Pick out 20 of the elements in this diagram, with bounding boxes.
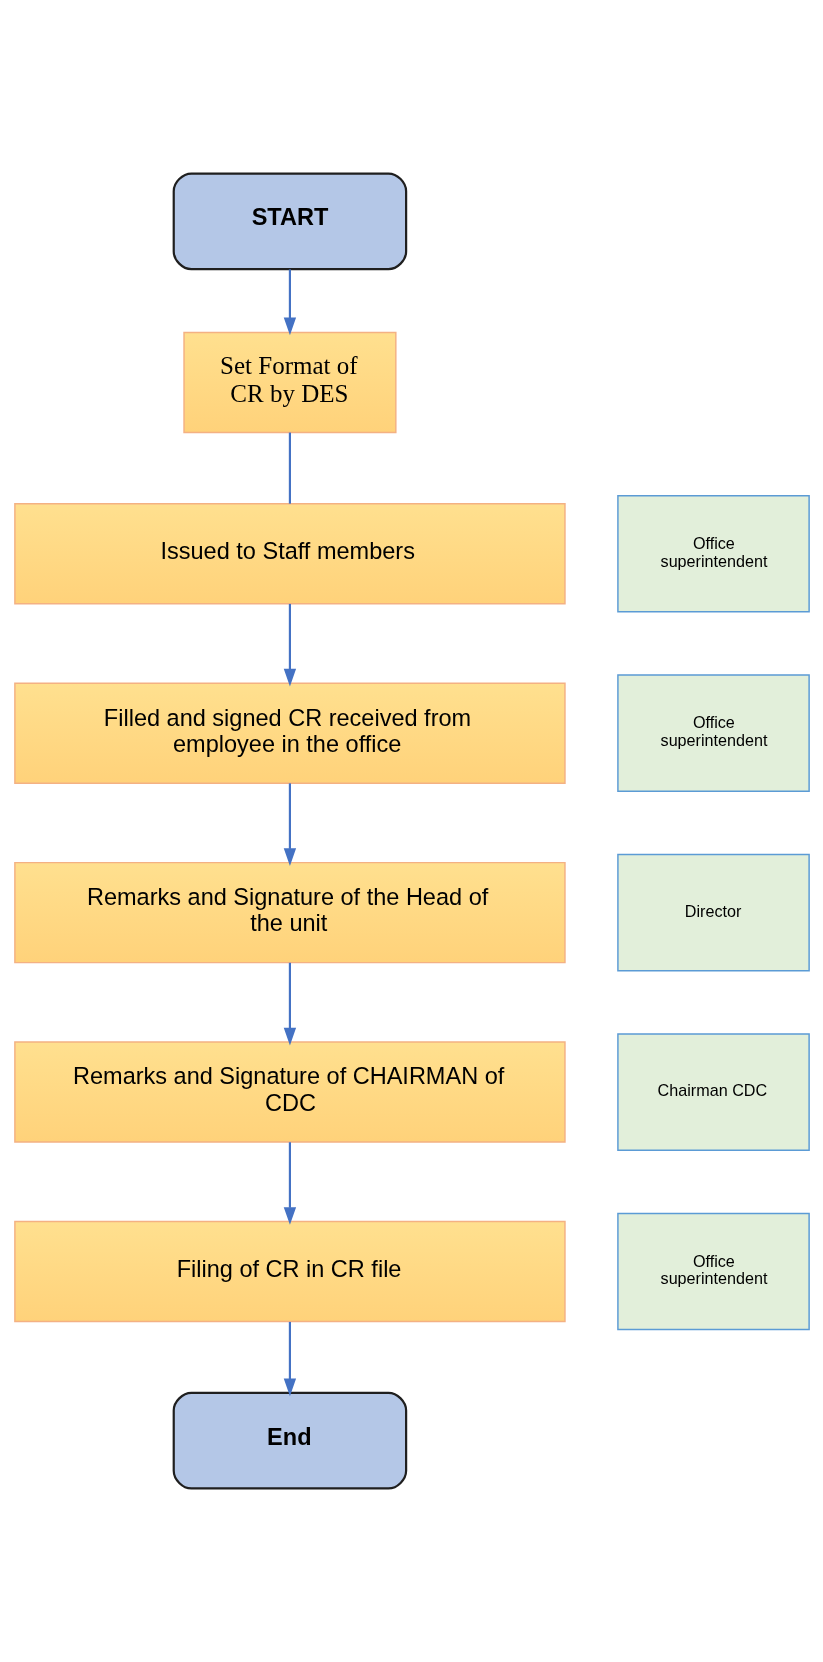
arrow [283,269,296,336]
arrow [283,603,296,687]
node-box: Director [616,853,810,972]
arrow [283,1321,296,1397]
arrow [283,783,296,866]
arrow [283,1142,296,1225]
node-box: Filing of CR in CR file [13,1220,566,1323]
node-box: Office superintendent [616,674,810,793]
node-box: Office superintendent [616,1212,810,1331]
node-box: Chairman CDC [616,1033,810,1151]
node-box: End [172,1391,407,1490]
node-box: Filled and signed CR received from employee in the office [13,682,566,784]
node-box: Set Format of CR by DES [182,331,397,434]
node-box: Remarks and Signature of the Head of the unit [13,861,566,964]
node-box: Remarks and Signature of CHAIRMAN of CDC [13,1041,566,1143]
node-box: Office superintendent [616,494,810,613]
node-box: Issued to Staff members [13,503,566,605]
connector [288,432,291,504]
arrow [283,962,296,1046]
node-box: START [172,172,407,271]
